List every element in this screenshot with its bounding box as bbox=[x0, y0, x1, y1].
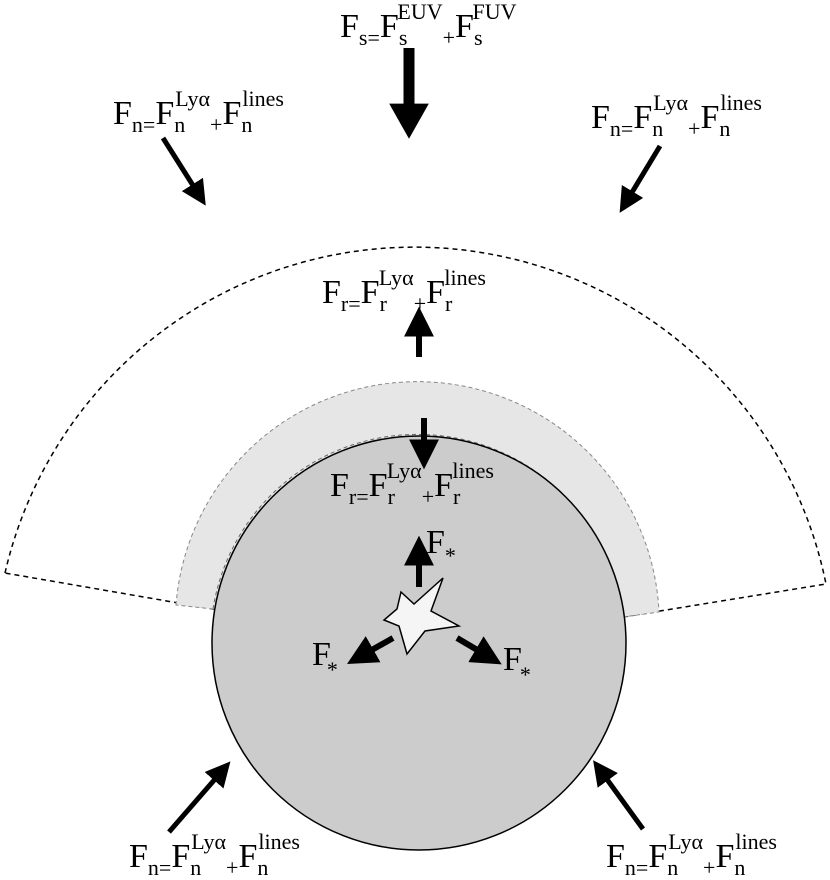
star-icon bbox=[382, 577, 462, 656]
stellar-flux-label: Fs=FsEUV+FsFUV bbox=[340, 0, 517, 50]
upper-right-flux-arrow bbox=[619, 144, 663, 213]
n-flux-label-lower-left: Fn=FnLyα+Fnlines bbox=[129, 829, 300, 880]
r-flux-label-incoming: Fr=FrLyα+Frlines bbox=[330, 458, 494, 509]
n-flux-label-upper-right: Fn=FnLyα+Fnlines bbox=[591, 90, 762, 141]
n-flux-label-upper-left: Fn=FnLyα+Fnlines bbox=[113, 86, 284, 137]
star-flux-label-right: F* bbox=[503, 641, 531, 687]
lower-right-flux-arrow bbox=[593, 760, 646, 831]
r-flux-label-outgoing: Fr=FrLyα+Frlines bbox=[322, 265, 486, 316]
star-left-arrow bbox=[347, 635, 395, 664]
lower-left-flux-arrow bbox=[167, 761, 231, 834]
n-flux-label-lower-right: Fn=FnLyα+Fnlines bbox=[606, 829, 777, 880]
upper-left-flux-arrow bbox=[160, 136, 206, 206]
star-flux-label-up: F* bbox=[426, 524, 456, 568]
central-sphere bbox=[211, 435, 627, 851]
star-right-arrow bbox=[455, 635, 502, 665]
star-flux-label-left: F* bbox=[312, 636, 338, 682]
